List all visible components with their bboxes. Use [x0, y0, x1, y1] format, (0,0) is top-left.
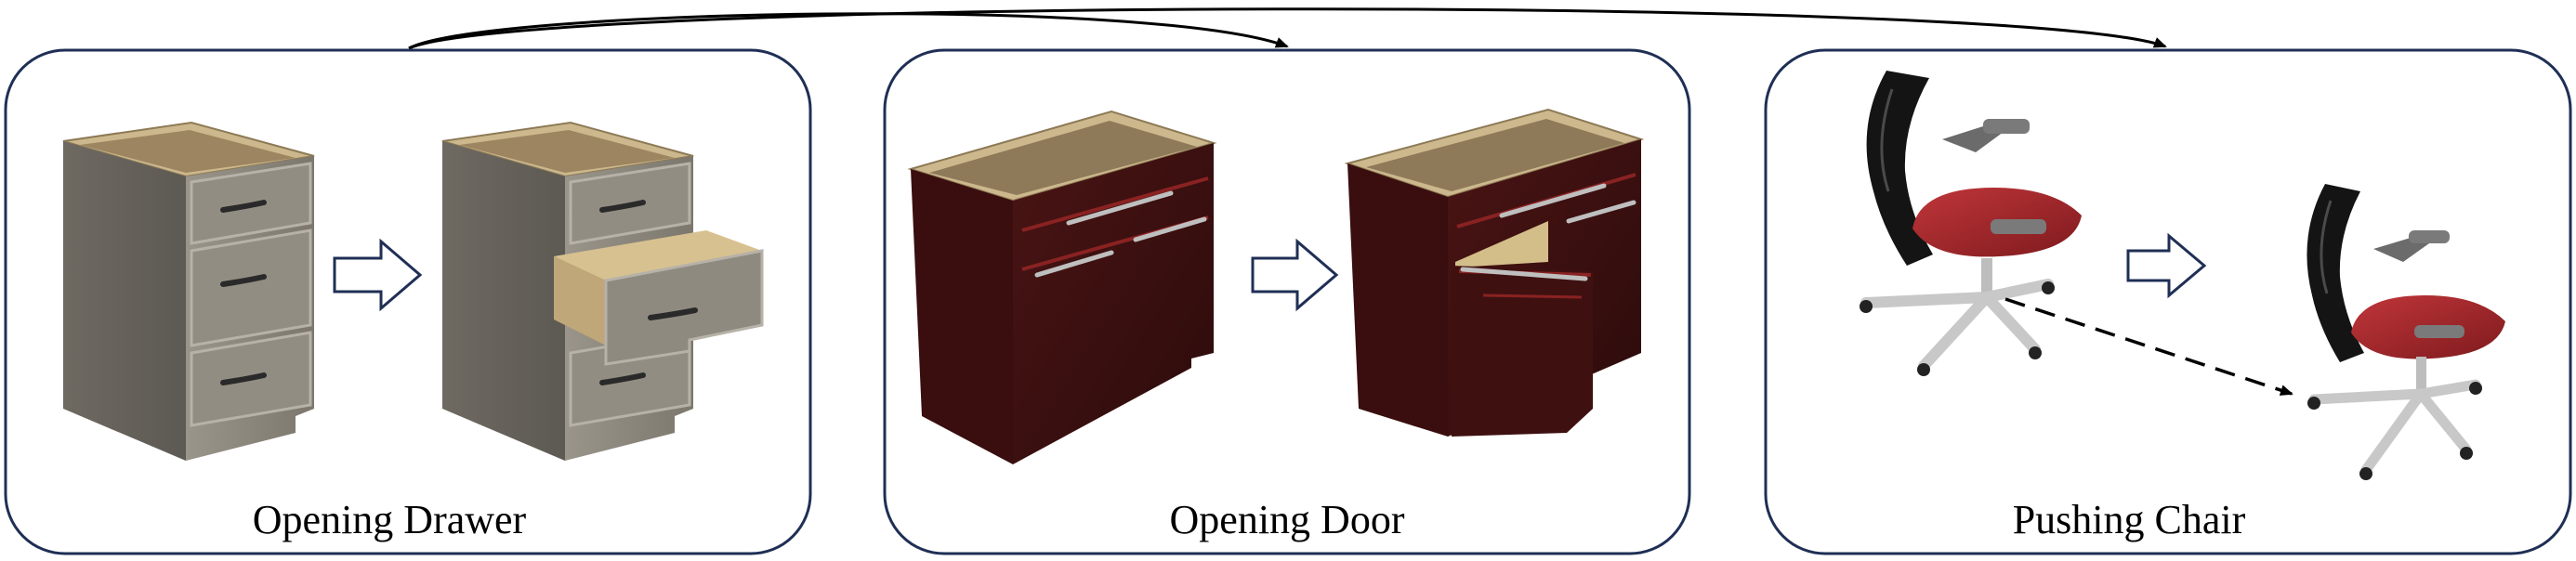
panel-border: [1764, 48, 2572, 555]
curved-connector-arrow-to-door: [408, 12, 1289, 50]
panel-border: [883, 48, 1691, 555]
door-cabinet-open: [1344, 108, 1645, 437]
panel-label-pushing-chair: Pushing Chair: [2013, 497, 2246, 542]
panel-label-opening-door: Opening Door: [1170, 497, 1405, 542]
drawer-cabinet-closed: [62, 121, 315, 461]
dashed-motion-arrow: [2004, 297, 2293, 396]
hollow-right-arrow: [1251, 238, 1339, 312]
curved-connector-arrow-to-chair: [408, 7, 2167, 50]
office-chair-start: [1860, 71, 2082, 376]
panel-border: [4, 48, 812, 555]
hollow-right-arrow: [333, 238, 423, 312]
office-chair-end: [2307, 184, 2505, 480]
panel-pushing-chair: Pushing Chair: [1764, 48, 2572, 555]
hollow-right-arrow: [2126, 232, 2207, 299]
drawer-cabinet-open: [441, 121, 764, 461]
door-cabinet-closed: [907, 110, 1217, 464]
panel-opening-door: Opening Door: [883, 48, 1691, 555]
panel-label-opening-drawer: Opening Drawer: [253, 497, 527, 542]
panel-opening-drawer: Opening Drawer: [4, 48, 812, 555]
curved-connector-arrows: [408, 7, 2167, 50]
